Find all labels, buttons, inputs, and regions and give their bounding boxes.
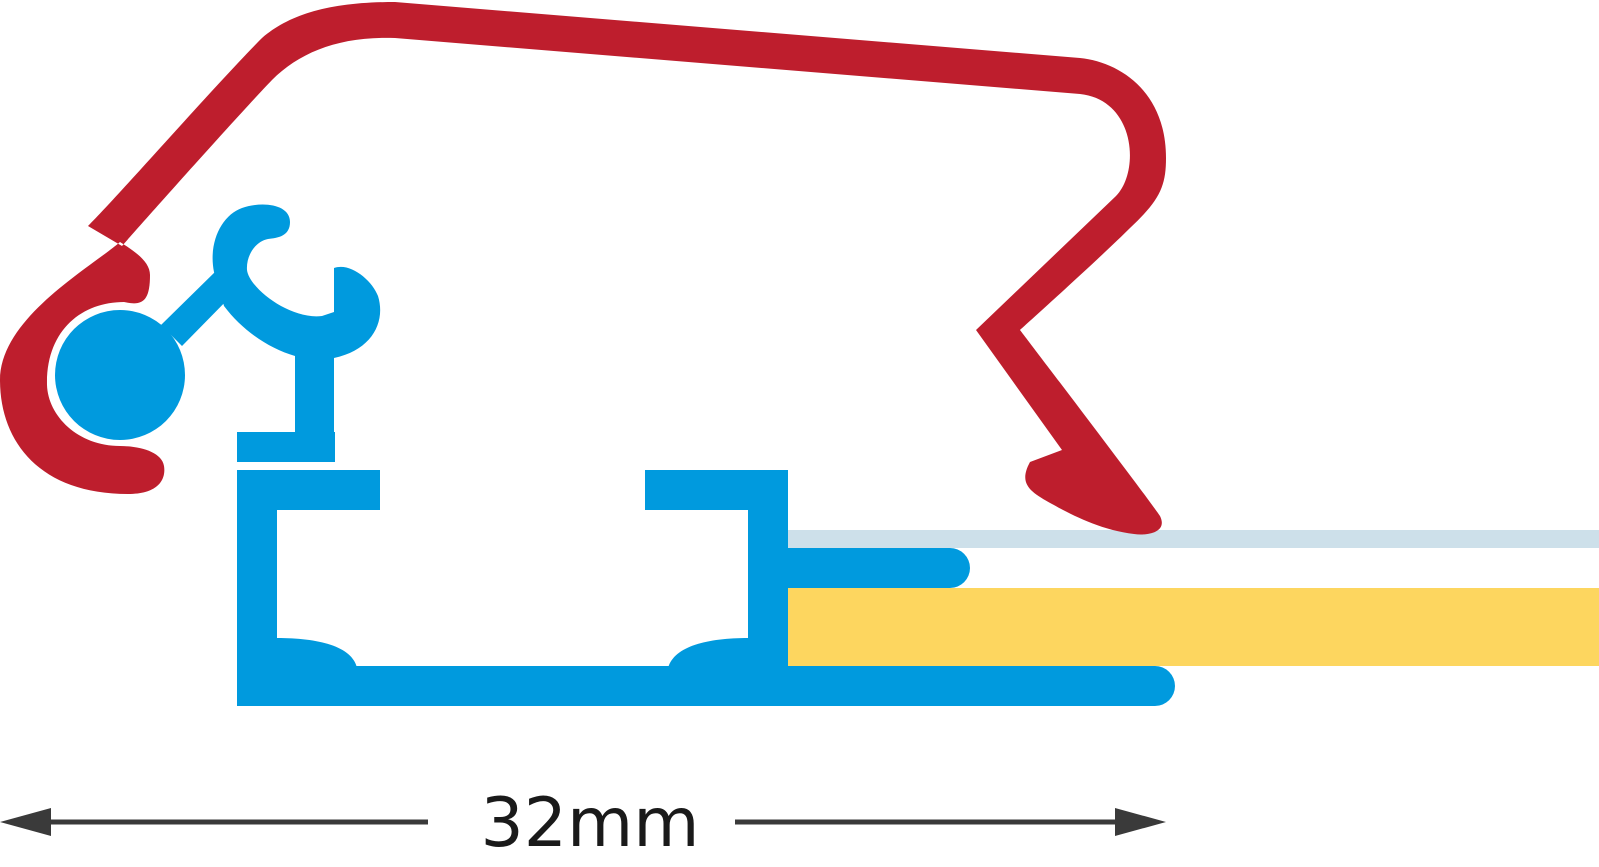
base-plate (237, 666, 1175, 706)
upper-clip-bar (237, 432, 335, 462)
hinge-arm (161, 270, 236, 346)
hinge-ball (55, 310, 185, 440)
clear-cover-sheet (770, 530, 1599, 548)
hinge-hook (212, 204, 381, 442)
arrowhead-right-icon (1115, 808, 1166, 836)
red-snap-cover (0, 2, 1166, 535)
dimension-arrow: 32mm (0, 784, 1166, 863)
retaining-lip (788, 548, 970, 588)
left-foot-fillet (277, 638, 357, 668)
arrowhead-left-icon (0, 808, 51, 836)
blue-base-profile (55, 204, 1175, 706)
dimension-label: 32mm (480, 784, 699, 863)
yellow-poster-insert (770, 588, 1599, 666)
right-foot-fillet (668, 638, 748, 668)
